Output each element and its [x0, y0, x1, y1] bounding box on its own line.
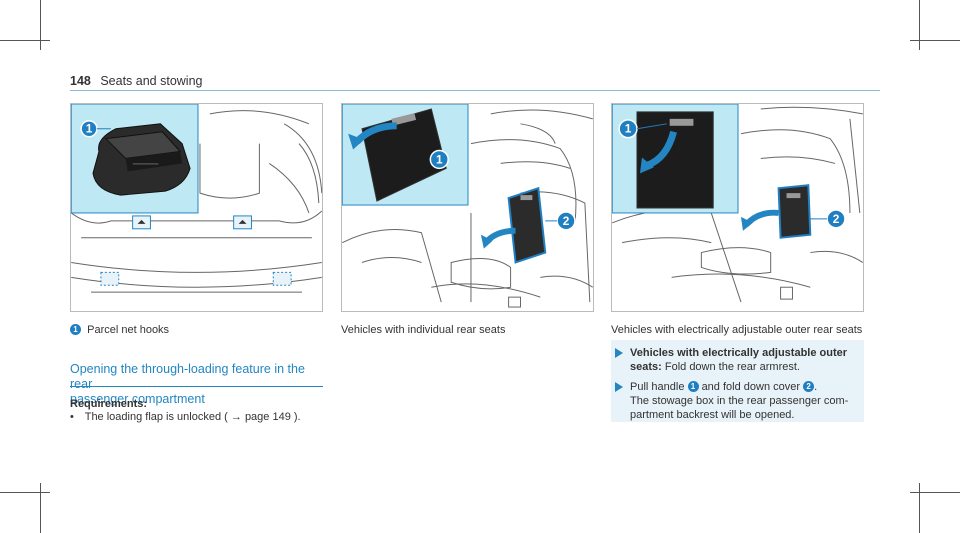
- page-reference-arrow: →: [230, 411, 242, 423]
- step-1-condition-line2: seats:: [630, 361, 662, 373]
- callout-1-label: 1: [436, 152, 443, 166]
- figure-individual-rear-seats: 1 2: [341, 103, 594, 312]
- page-reference-link[interactable]: page 149: [244, 411, 291, 423]
- section-title-line2: passenger compartment: [70, 392, 205, 406]
- page-header: 148 Seats and stowing: [70, 74, 203, 88]
- trunk-illustration: 1: [71, 104, 322, 293]
- figure-electric-rear-seats: 1 2: [611, 103, 864, 312]
- callout-1-label: 1: [625, 122, 632, 136]
- step-arrow-icon: [615, 348, 623, 358]
- caption-individual-seats: Vehicles with individual rear seats: [341, 324, 506, 336]
- requirement-end: ).: [293, 411, 301, 423]
- crop-mark: [40, 0, 41, 50]
- crop-mark: [910, 40, 960, 41]
- figure-parcel-net-hooks: 1: [70, 103, 323, 312]
- page-title: Seats and stowing: [100, 74, 203, 88]
- step-2-text-b: and fold down cover: [701, 381, 801, 393]
- callout-2-label: 2: [563, 214, 570, 228]
- step-arrow-icon: [615, 382, 623, 392]
- callout-1-label: 1: [86, 122, 93, 136]
- header-divider: [70, 90, 880, 91]
- crop-mark: [0, 40, 50, 41]
- caption-parcel-net-hooks: 1 Parcel net hooks: [70, 323, 169, 338]
- crop-mark: [40, 483, 41, 533]
- step-2-line2: The stowage box in the rear passenger co…: [630, 395, 849, 407]
- page-number: 148: [70, 74, 91, 88]
- step-2-text-a: Pull handle: [630, 381, 685, 393]
- caption-text: Parcel net hooks: [87, 324, 170, 336]
- callout-marker: 1: [70, 324, 81, 335]
- callout-marker-1: 1: [687, 381, 699, 392]
- requirements-label: Requirements:: [70, 398, 148, 410]
- step-2: Pull handle 1 and fold down cover 2. The…: [611, 380, 864, 422]
- requirement-item: • The loading flap is unlocked ( → page …: [70, 411, 301, 423]
- requirement-text: The loading flap is unlocked (: [84, 411, 228, 423]
- section-divider: [70, 386, 323, 387]
- step-2-line3: partment backrest will be opened.: [630, 409, 795, 421]
- crop-mark: [0, 492, 50, 493]
- section-title: Opening the through-loading feature in t…: [70, 362, 323, 407]
- step-2-text-c: .: [814, 381, 818, 393]
- step-1-condition-line1: Vehicles with electrically adjustable ou…: [630, 347, 848, 359]
- electric-seat-illustration: 1 2: [612, 104, 863, 303]
- callout-2-label: 2: [833, 212, 840, 226]
- section-title-line1: Opening the through-loading feature in t…: [70, 362, 305, 391]
- step-1-text: Fold down the rear armrest.: [664, 361, 800, 373]
- instruction-steps: Vehicles with electrically adjustable ou…: [611, 340, 864, 422]
- caption-electric-seats: Vehicles with electrically adjustable ou…: [611, 324, 863, 336]
- crop-mark: [919, 0, 920, 50]
- crop-mark: [919, 483, 920, 533]
- callout-1: [429, 149, 449, 170]
- rear-seat-illustration: 1 2: [342, 104, 593, 308]
- crop-mark: [910, 492, 960, 493]
- step-1: Vehicles with electrically adjustable ou…: [611, 346, 864, 374]
- bullet: •: [70, 411, 74, 423]
- callout-marker-2: 2: [803, 381, 815, 392]
